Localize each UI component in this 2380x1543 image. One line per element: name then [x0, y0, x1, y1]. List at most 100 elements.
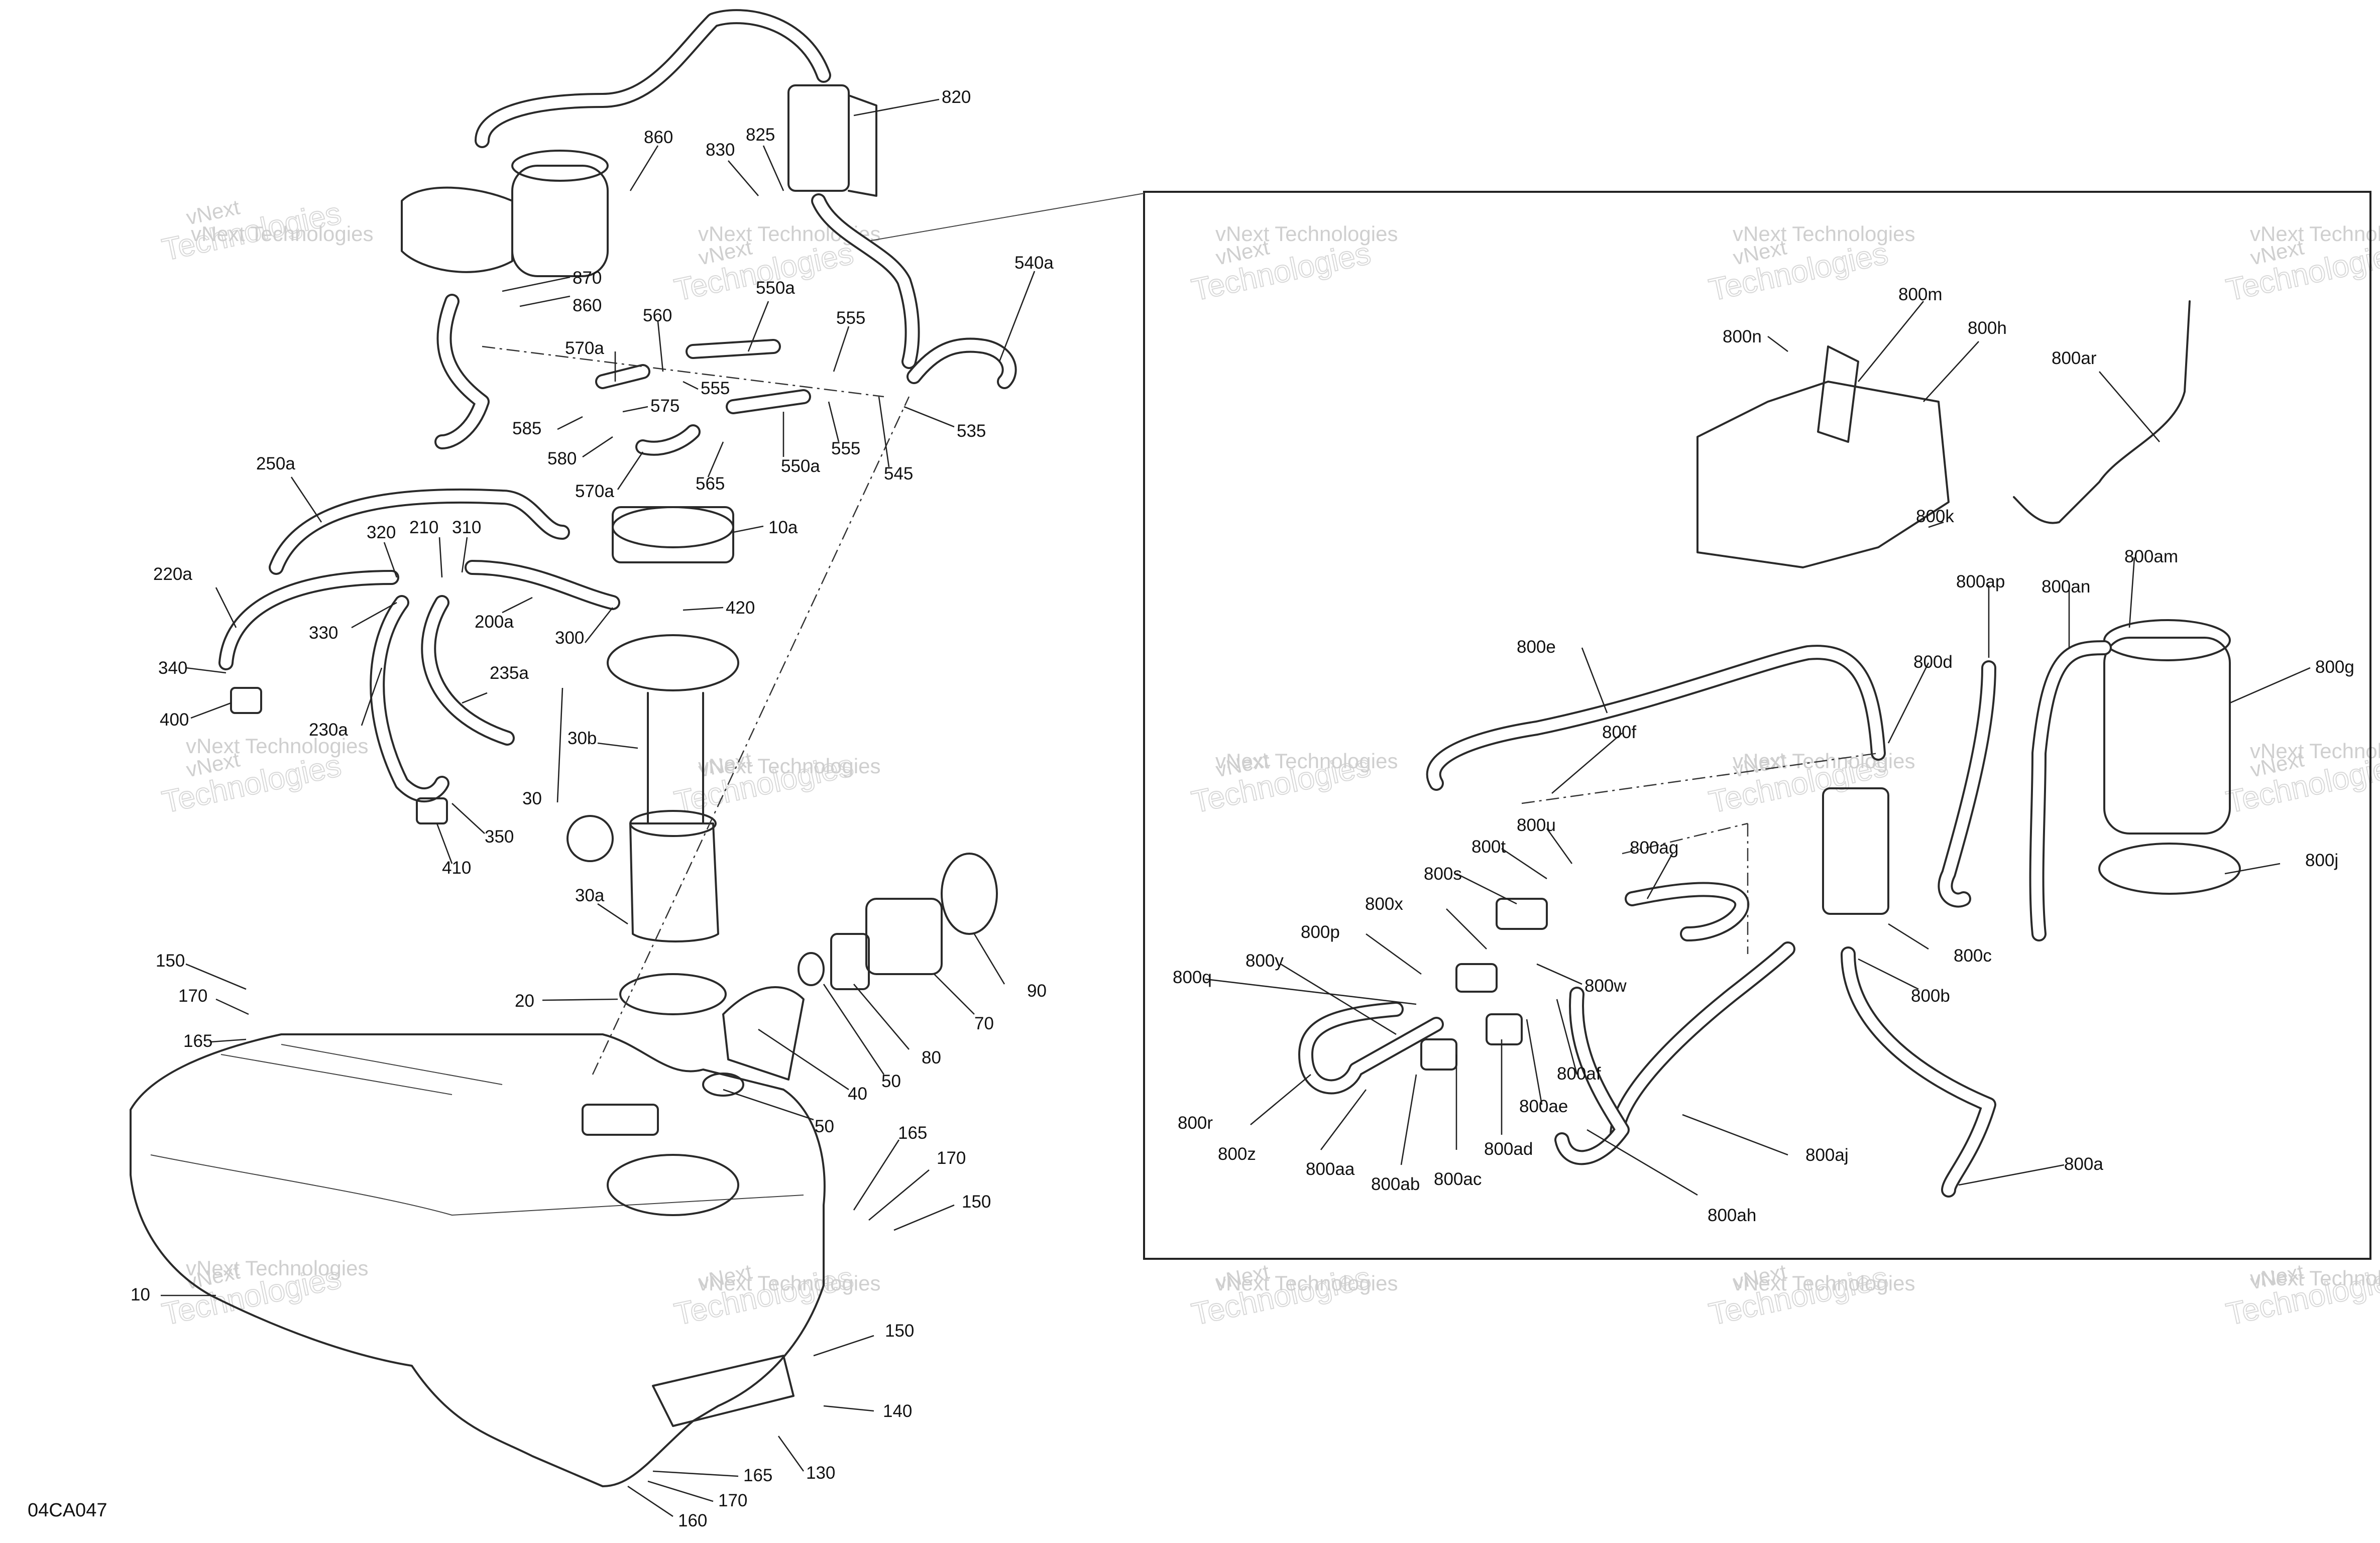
callout-580: 580: [547, 449, 577, 468]
callout-800t: 800t: [1471, 837, 1506, 857]
callout-820: 820: [942, 87, 971, 107]
callout-575: 575: [650, 396, 679, 416]
callout-800j: 800j: [2305, 851, 2338, 870]
callout-550a-b: 550a: [781, 456, 820, 476]
callout-550a-a: 550a: [756, 278, 795, 298]
callout-800a: 800a: [2064, 1154, 2103, 1174]
callout-170-c: 170: [718, 1491, 747, 1510]
callout-555-b: 555: [836, 308, 865, 328]
callout-300: 300: [555, 628, 584, 648]
callout-150-b: 150: [962, 1192, 991, 1212]
grommet-80: [830, 933, 870, 990]
callout-800d: 800d: [1913, 652, 1953, 672]
strap-800j: [2098, 843, 2241, 895]
callout-10a: 10a: [768, 518, 798, 537]
filter-assembly: [401, 9, 920, 449]
callout-860-a: 860: [644, 128, 673, 147]
filler-neck-assembly: [702, 853, 998, 1097]
lock-ring-10a: [612, 506, 734, 548]
watermark-small-14: vNext Technologies: [1733, 1271, 1915, 1295]
callout-800e: 800e: [1517, 637, 1556, 657]
callout-50-a: 50: [881, 1072, 901, 1091]
vent-canister-body: [787, 84, 850, 192]
callout-870: 870: [573, 268, 602, 288]
detail-pointer-line: [853, 193, 1145, 244]
callout-30b: 30b: [568, 729, 597, 748]
callout-170-a: 170: [178, 986, 207, 1006]
callout-70: 70: [974, 1014, 994, 1033]
callout-535: 535: [957, 421, 986, 441]
callout-30: 30: [522, 789, 542, 808]
callout-800m: 800m: [1898, 285, 1943, 304]
vent-canister: [787, 84, 877, 197]
watermark-small-4: vNext Technologies: [1733, 222, 1915, 246]
callout-220a: 220a: [153, 564, 192, 584]
callout-800ag: 800ag: [1630, 838, 1678, 858]
tank-pump-opening: [607, 1154, 739, 1216]
callout-800ah: 800ah: [1708, 1206, 1756, 1225]
pump-reservoir-top: [629, 810, 717, 837]
vent-canister-bracket: [848, 94, 877, 197]
callout-800ab: 800ab: [1371, 1174, 1420, 1194]
callout-825: 825: [746, 125, 775, 145]
callout-400: 400: [160, 710, 189, 730]
fuel-filter-800x: [1455, 963, 1498, 993]
callout-565: 565: [696, 474, 725, 494]
main-assembly-drawing: [130, 9, 1017, 1487]
callout-800am: 800am: [2124, 547, 2178, 566]
centerline-detail-upper: [1521, 752, 1879, 804]
callout-800u: 800u: [1517, 815, 1556, 835]
connector-800ad: [1486, 1013, 1523, 1045]
callout-585: 585: [512, 419, 541, 438]
callout-350: 350: [485, 827, 514, 847]
callout-800g: 800g: [2315, 657, 2354, 677]
connector-800ab: [1420, 1038, 1457, 1071]
callout-800an: 800an: [2042, 577, 2090, 597]
callout-310: 310: [452, 518, 481, 537]
fitting-410: [416, 797, 448, 824]
callout-555-a: 555: [701, 379, 730, 398]
callout-800p: 800p: [1301, 922, 1340, 942]
fuel-filter-800s: [1496, 898, 1548, 930]
callout-830: 830: [706, 140, 735, 160]
callout-800x: 800x: [1365, 894, 1403, 914]
watermark-small-3: vNext Technologies: [1215, 222, 1398, 246]
callout-150-a: 150: [156, 951, 185, 971]
watermark-small-1: vNext Technologies: [191, 222, 373, 246]
watermark-small-13: vNext Technologies: [1215, 1271, 1398, 1295]
watermark-small-6: vNext Technologies: [186, 734, 368, 758]
evap-canister-top: [2103, 619, 2231, 661]
callout-540a: 540a: [1014, 253, 1054, 273]
callout-340: 340: [158, 658, 187, 678]
filter-bracket: [401, 186, 513, 273]
callout-210: 210: [409, 518, 438, 537]
callout-800z: 800z: [1218, 1144, 1256, 1164]
callout-130: 130: [806, 1463, 835, 1483]
callout-800aa: 800aa: [1306, 1159, 1355, 1179]
pump-reservoir-30a: [629, 822, 719, 942]
watermark-8: vNext Technologies: [1188, 747, 1374, 820]
callout-90: 90: [1027, 981, 1047, 1001]
watermark-11: vNext Technologies: [159, 1259, 345, 1332]
callout-860-b: 860: [573, 296, 602, 315]
callout-250a: 250a: [256, 454, 295, 473]
callout-800f: 800f: [1602, 723, 1636, 742]
left-hose-group: [218, 488, 620, 824]
callout-labels: 820 825 830 860 860 870 560 555 570a 575…: [131, 87, 2354, 1530]
pump-flange: [607, 634, 739, 691]
callout-545: 545: [884, 464, 913, 484]
callout-800y: 800y: [1245, 951, 1284, 971]
callout-80: 80: [922, 1048, 941, 1067]
callout-330: 330: [309, 623, 338, 643]
callout-800c: 800c: [1954, 946, 1992, 966]
pump-guide-rods: [647, 692, 704, 824]
clamp-50-lower: [702, 1073, 744, 1097]
lock-ring-10a-body: [612, 506, 734, 563]
callout-420: 420: [726, 598, 755, 618]
figure-code: 04CA047: [28, 1500, 107, 1521]
callout-800af: 800af: [1557, 1064, 1601, 1084]
tank-ribs: [220, 1044, 503, 1095]
seal-20: [619, 973, 727, 1015]
watermark-small-15: vNext Technologies: [2250, 1266, 2380, 1290]
